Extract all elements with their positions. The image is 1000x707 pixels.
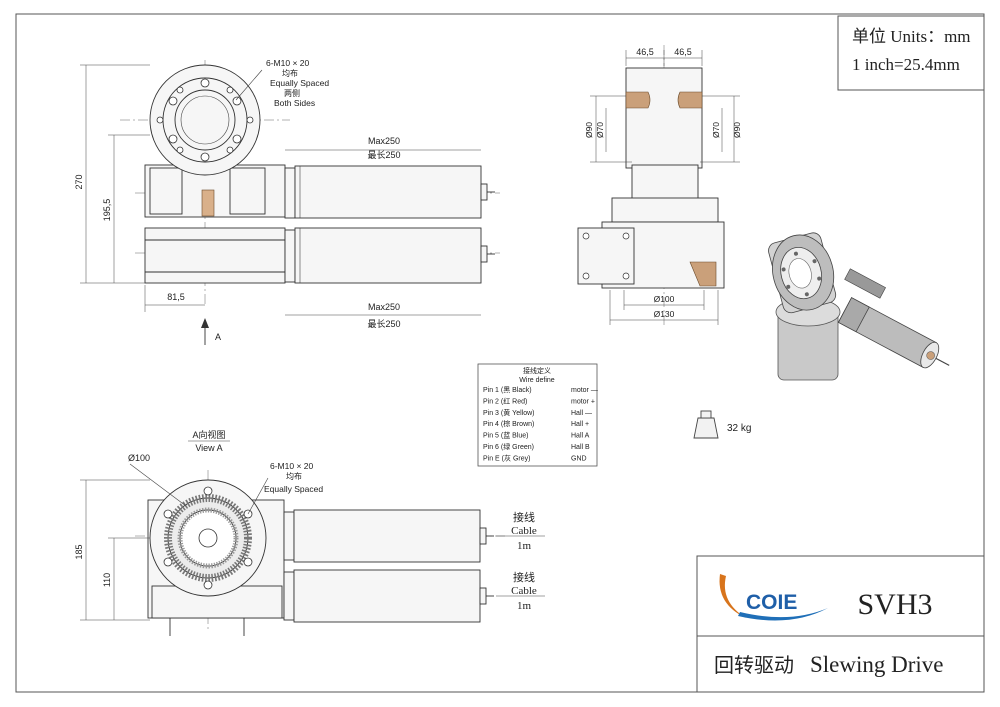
title-block: COIE SVH3 回转驱动 Slewing Drive [696, 555, 985, 693]
side-view: 46,5 46,5 Ø90 Ø70 Ø70 Ø90 Ø100 Ø130 [577, 45, 742, 325]
phi70-left: Ø70 [595, 122, 605, 138]
product-3d-image [768, 232, 950, 381]
dim-185: 185 [74, 544, 84, 559]
product-name-en: Slewing Drive [810, 652, 944, 677]
weight-indicator: 32 kg [693, 410, 751, 439]
motor-bottom [284, 227, 495, 284]
bolt-note-a-1: 6-M10 × 20 [270, 461, 314, 471]
units-box: 单位 Units：mm 1 inch=25.4mm [837, 15, 985, 91]
bolt-note-front-5: Both Sides [274, 98, 315, 108]
dim-46-5-right: 46,5 [674, 47, 692, 57]
weight-value: 32 kg [727, 423, 751, 434]
units-line-2: 1 inch=25.4mm [852, 55, 960, 74]
wire-function-label: Hall + [571, 421, 589, 428]
wire-function-label: GND [571, 455, 587, 462]
wire-function-label: Hall B [571, 444, 590, 451]
bolt-note-front-1: 6-M10 × 20 [266, 58, 310, 68]
slewing-ring-outer [149, 64, 261, 176]
wire-function-label: Hall A [571, 433, 590, 440]
wire-define-table: 接线定义 Wire define Pin 1 (黑 Black) motor — P… [477, 363, 598, 467]
wire-function-label: motor — [571, 387, 598, 394]
wire-pin-label: Pin 5 (蓝 Blue) [483, 431, 529, 440]
dim-110: 110 [102, 573, 112, 587]
bolt-note-front-4: 两侧 [284, 88, 300, 98]
phi70-right: Ø70 [711, 122, 721, 138]
bolt-note-front-2: 均布 [282, 68, 298, 78]
dim-195-5: 195,5 [102, 199, 112, 222]
phi130-side: Ø130 [654, 309, 675, 319]
coie-logo: COIE [719, 574, 828, 621]
wire-function-label: motor + [571, 398, 595, 405]
wire-function-label: Hall — [571, 410, 592, 417]
wire-pin-label: Pin E (灰 Grey) [483, 453, 530, 462]
cable-bottom-len: 1m [517, 600, 532, 612]
view-a-title-cn: A向视图 [192, 429, 225, 440]
view-a-title-en: View A [195, 443, 222, 453]
phi90-left: Ø90 [584, 122, 594, 138]
wire-pin-label: Pin 3 (黄 Yellow) [483, 408, 535, 417]
view-a-arrow-label: A [215, 332, 221, 342]
wire-table-title-cn: 接线定义 [523, 366, 551, 375]
wire-pin-label: Pin 2 (红 Red) [483, 396, 527, 405]
bolt-holes-front [156, 78, 254, 162]
dim-46-5-left: 46,5 [636, 47, 654, 57]
dim-81-5: 81,5 [167, 292, 185, 302]
sheet-border [15, 13, 985, 693]
wire-pin-label: Pin 4 (棕 Brown) [483, 419, 534, 428]
wire-pin-label: Pin 1 (黑 Black) [483, 386, 532, 394]
max-bottom-en: Max250 [368, 302, 400, 312]
cable-bottom-en: Cable [511, 585, 537, 597]
wire-pin-label: Pin 6 (绿 Green) [483, 442, 534, 451]
bolt-note-a-3: Equally Spaced [264, 484, 323, 494]
max-bottom-cn: 最长250 [367, 318, 400, 329]
cable-bottom-cn: 接线 [513, 570, 535, 584]
units-line-1: 单位 Units：mm [852, 27, 971, 46]
product-name-cn: 回转驱动 [714, 654, 794, 677]
max-top-cn: 最长250 [367, 149, 400, 160]
wire-table-title-en: Wire define [519, 377, 555, 384]
dim-270: 270 [74, 174, 84, 189]
front-view: 270 195,5 81,5 Max250 最长250 Max250 最长250… [74, 58, 500, 345]
phi100-side: Ø100 [654, 294, 675, 304]
brand-logo-text: COIE [746, 591, 797, 614]
phi90-right: Ø90 [732, 122, 742, 138]
model-name: SVH3 [857, 588, 932, 621]
bolt-note-a-2: 均布 [286, 471, 302, 481]
bolt-note-front-3: Equally Spaced [270, 78, 329, 88]
phi100-view-a: Ø100 [128, 453, 150, 463]
cable-top-len: 1m [517, 540, 532, 552]
motor-top [284, 165, 495, 219]
max-top-en: Max250 [368, 136, 400, 146]
view-a: A向视图 View A 185 [74, 429, 545, 636]
cable-top-cn: 接线 [513, 510, 535, 524]
cable-top-en: Cable [511, 525, 537, 537]
